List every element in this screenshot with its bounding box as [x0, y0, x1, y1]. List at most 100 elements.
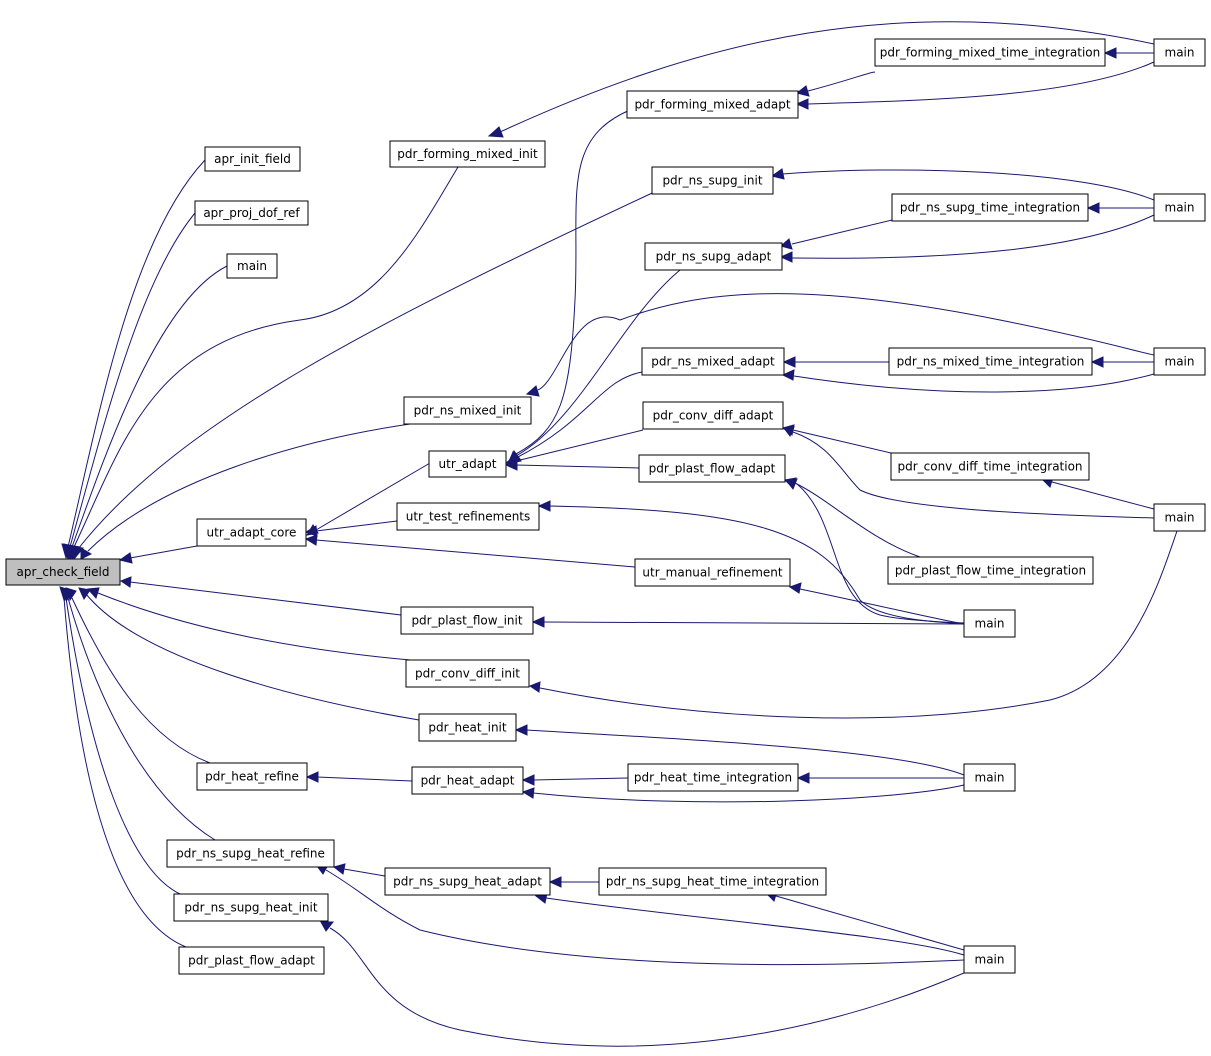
node-label: utr_adapt: [439, 457, 497, 471]
call-edge: [80, 423, 411, 560]
call-edge: [63, 212, 196, 561]
arrowhead-icon: [305, 771, 319, 783]
call-edge-line: [315, 520, 398, 532]
arrowhead-icon: [304, 534, 318, 546]
arrowhead-icon: [504, 459, 518, 471]
arrowhead-icon: [779, 238, 793, 250]
function-node[interactable]: pdr_ns_supg_init: [651, 166, 774, 195]
function-node[interactable]: pdr_forming_mixed_init: [389, 140, 546, 168]
node-label: utr_test_refinements: [406, 510, 531, 524]
call-edge-line: [325, 869, 965, 966]
call-edge: [1040, 476, 1155, 510]
function-node[interactable]: apr_proj_dof_ref: [194, 200, 309, 226]
arrowhead-icon: [521, 774, 535, 786]
node-label: utr_manual_refinement: [642, 566, 782, 580]
arrowhead-icon: [78, 587, 91, 601]
function-node[interactable]: pdr_conv_diff_init: [405, 659, 530, 688]
call-edge: [1090, 356, 1154, 368]
call-edge-line: [548, 505, 965, 625]
node-label: pdr_heat_init: [428, 721, 506, 735]
call-edge: [304, 520, 398, 537]
node-box: [428, 450, 507, 478]
function-node[interactable]: utr_adapt: [428, 450, 507, 478]
function-node[interactable]: pdr_ns_supg_heat_adapt: [384, 867, 551, 896]
function-node[interactable]: utr_test_refinements: [396, 502, 540, 531]
node-label: pdr_plast_flow_init: [411, 614, 522, 628]
call-edge: [781, 424, 892, 454]
node-label: pdr_conv_diff_time_integration: [897, 460, 1082, 474]
root-function-node[interactable]: apr_check_field: [5, 558, 121, 586]
node-box: [166, 839, 335, 868]
call-edge: [304, 534, 636, 568]
function-node[interactable]: utr_adapt_core: [196, 518, 307, 547]
function-node[interactable]: pdr_ns_supg_heat_time_integration: [598, 867, 827, 896]
function-node[interactable]: utr_manual_refinement: [634, 558, 791, 587]
function-node[interactable]: pdr_conv_diff_adapt: [642, 401, 784, 430]
function-node[interactable]: pdr_ns_supg_heat_init: [173, 893, 329, 922]
function-node[interactable]: pdr_ns_mixed_adapt: [641, 347, 785, 376]
call-edge: [785, 478, 965, 624]
call-edge: [796, 772, 964, 784]
arrowhead-icon: [548, 876, 562, 888]
node-label: main: [975, 953, 1005, 967]
call-edge-line: [77, 179, 681, 550]
function-node[interactable]: pdr_forming_mixed_adapt: [626, 90, 799, 119]
arrowhead-icon: [304, 525, 318, 537]
call-edge-line: [542, 621, 965, 625]
call-edge: [332, 863, 386, 877]
function-node[interactable]: pdr_plast_flow_adapt: [638, 454, 786, 483]
function-node[interactable]: main: [963, 945, 1016, 974]
function-node[interactable]: main: [963, 609, 1016, 638]
call-edge: [781, 369, 1155, 393]
call-edge: [119, 576, 402, 616]
function-node[interactable]: main: [1153, 193, 1206, 222]
call-edge-line: [796, 483, 965, 624]
node-box: [405, 659, 530, 688]
function-node[interactable]: pdr_ns_supg_adapt: [644, 242, 783, 271]
function-node[interactable]: pdr_ns_supg_heat_refine: [166, 839, 335, 868]
call-edge: [788, 582, 965, 625]
arrowhead-icon: [1103, 47, 1117, 59]
function-node[interactable]: pdr_plast_flow_adapt: [178, 946, 325, 975]
function-node[interactable]: pdr_plast_flow_time_integration: [887, 556, 1094, 585]
arrowhead-icon: [1090, 356, 1104, 368]
function-node[interactable]: apr_init_field: [204, 146, 301, 172]
call-edge: [795, 71, 876, 97]
call-edge-line: [87, 423, 411, 552]
function-node[interactable]: main: [1153, 503, 1206, 532]
function-node[interactable]: main: [1153, 38, 1206, 67]
function-node[interactable]: main: [1153, 347, 1206, 376]
function-node[interactable]: pdr_ns_supg_time_integration: [891, 193, 1089, 222]
call-edge: [548, 876, 599, 888]
node-box: [634, 558, 791, 587]
call-edge-line: [515, 371, 643, 459]
function-node[interactable]: pdr_plast_flow_init: [400, 606, 534, 635]
function-node[interactable]: main: [963, 763, 1016, 792]
call-edge: [65, 265, 228, 561]
function-node[interactable]: pdr_ns_mixed_time_integration: [888, 347, 1093, 376]
call-edge-line: [343, 868, 386, 877]
node-box: [626, 90, 799, 119]
function-node[interactable]: pdr_conv_diff_time_integration: [890, 452, 1090, 481]
call-edge: [537, 500, 965, 625]
function-node[interactable]: pdr_ns_mixed_init: [403, 396, 532, 425]
arrowhead-icon: [531, 616, 545, 628]
node-box: [384, 867, 551, 896]
arrowhead-icon: [118, 552, 133, 564]
call-edge: [521, 784, 965, 803]
function-node[interactable]: pdr_heat_adapt: [411, 766, 524, 795]
function-node[interactable]: pdr_heat_init: [418, 713, 517, 742]
arrowhead-icon: [782, 356, 796, 368]
arrowhead-icon: [521, 787, 535, 799]
function-node[interactable]: pdr_heat_time_integration: [627, 763, 799, 792]
function-node[interactable]: pdr_forming_mixed_time_integration: [874, 38, 1106, 67]
function-node[interactable]: main: [226, 253, 278, 279]
call-edge: [764, 890, 965, 951]
call-edge: [65, 587, 211, 764]
node-box: [396, 502, 540, 531]
function-node[interactable]: pdr_heat_refine: [196, 762, 308, 791]
call-edge-line: [71, 265, 228, 548]
call-edge-line: [316, 776, 413, 782]
node-label: pdr_heat_time_integration: [634, 771, 792, 785]
